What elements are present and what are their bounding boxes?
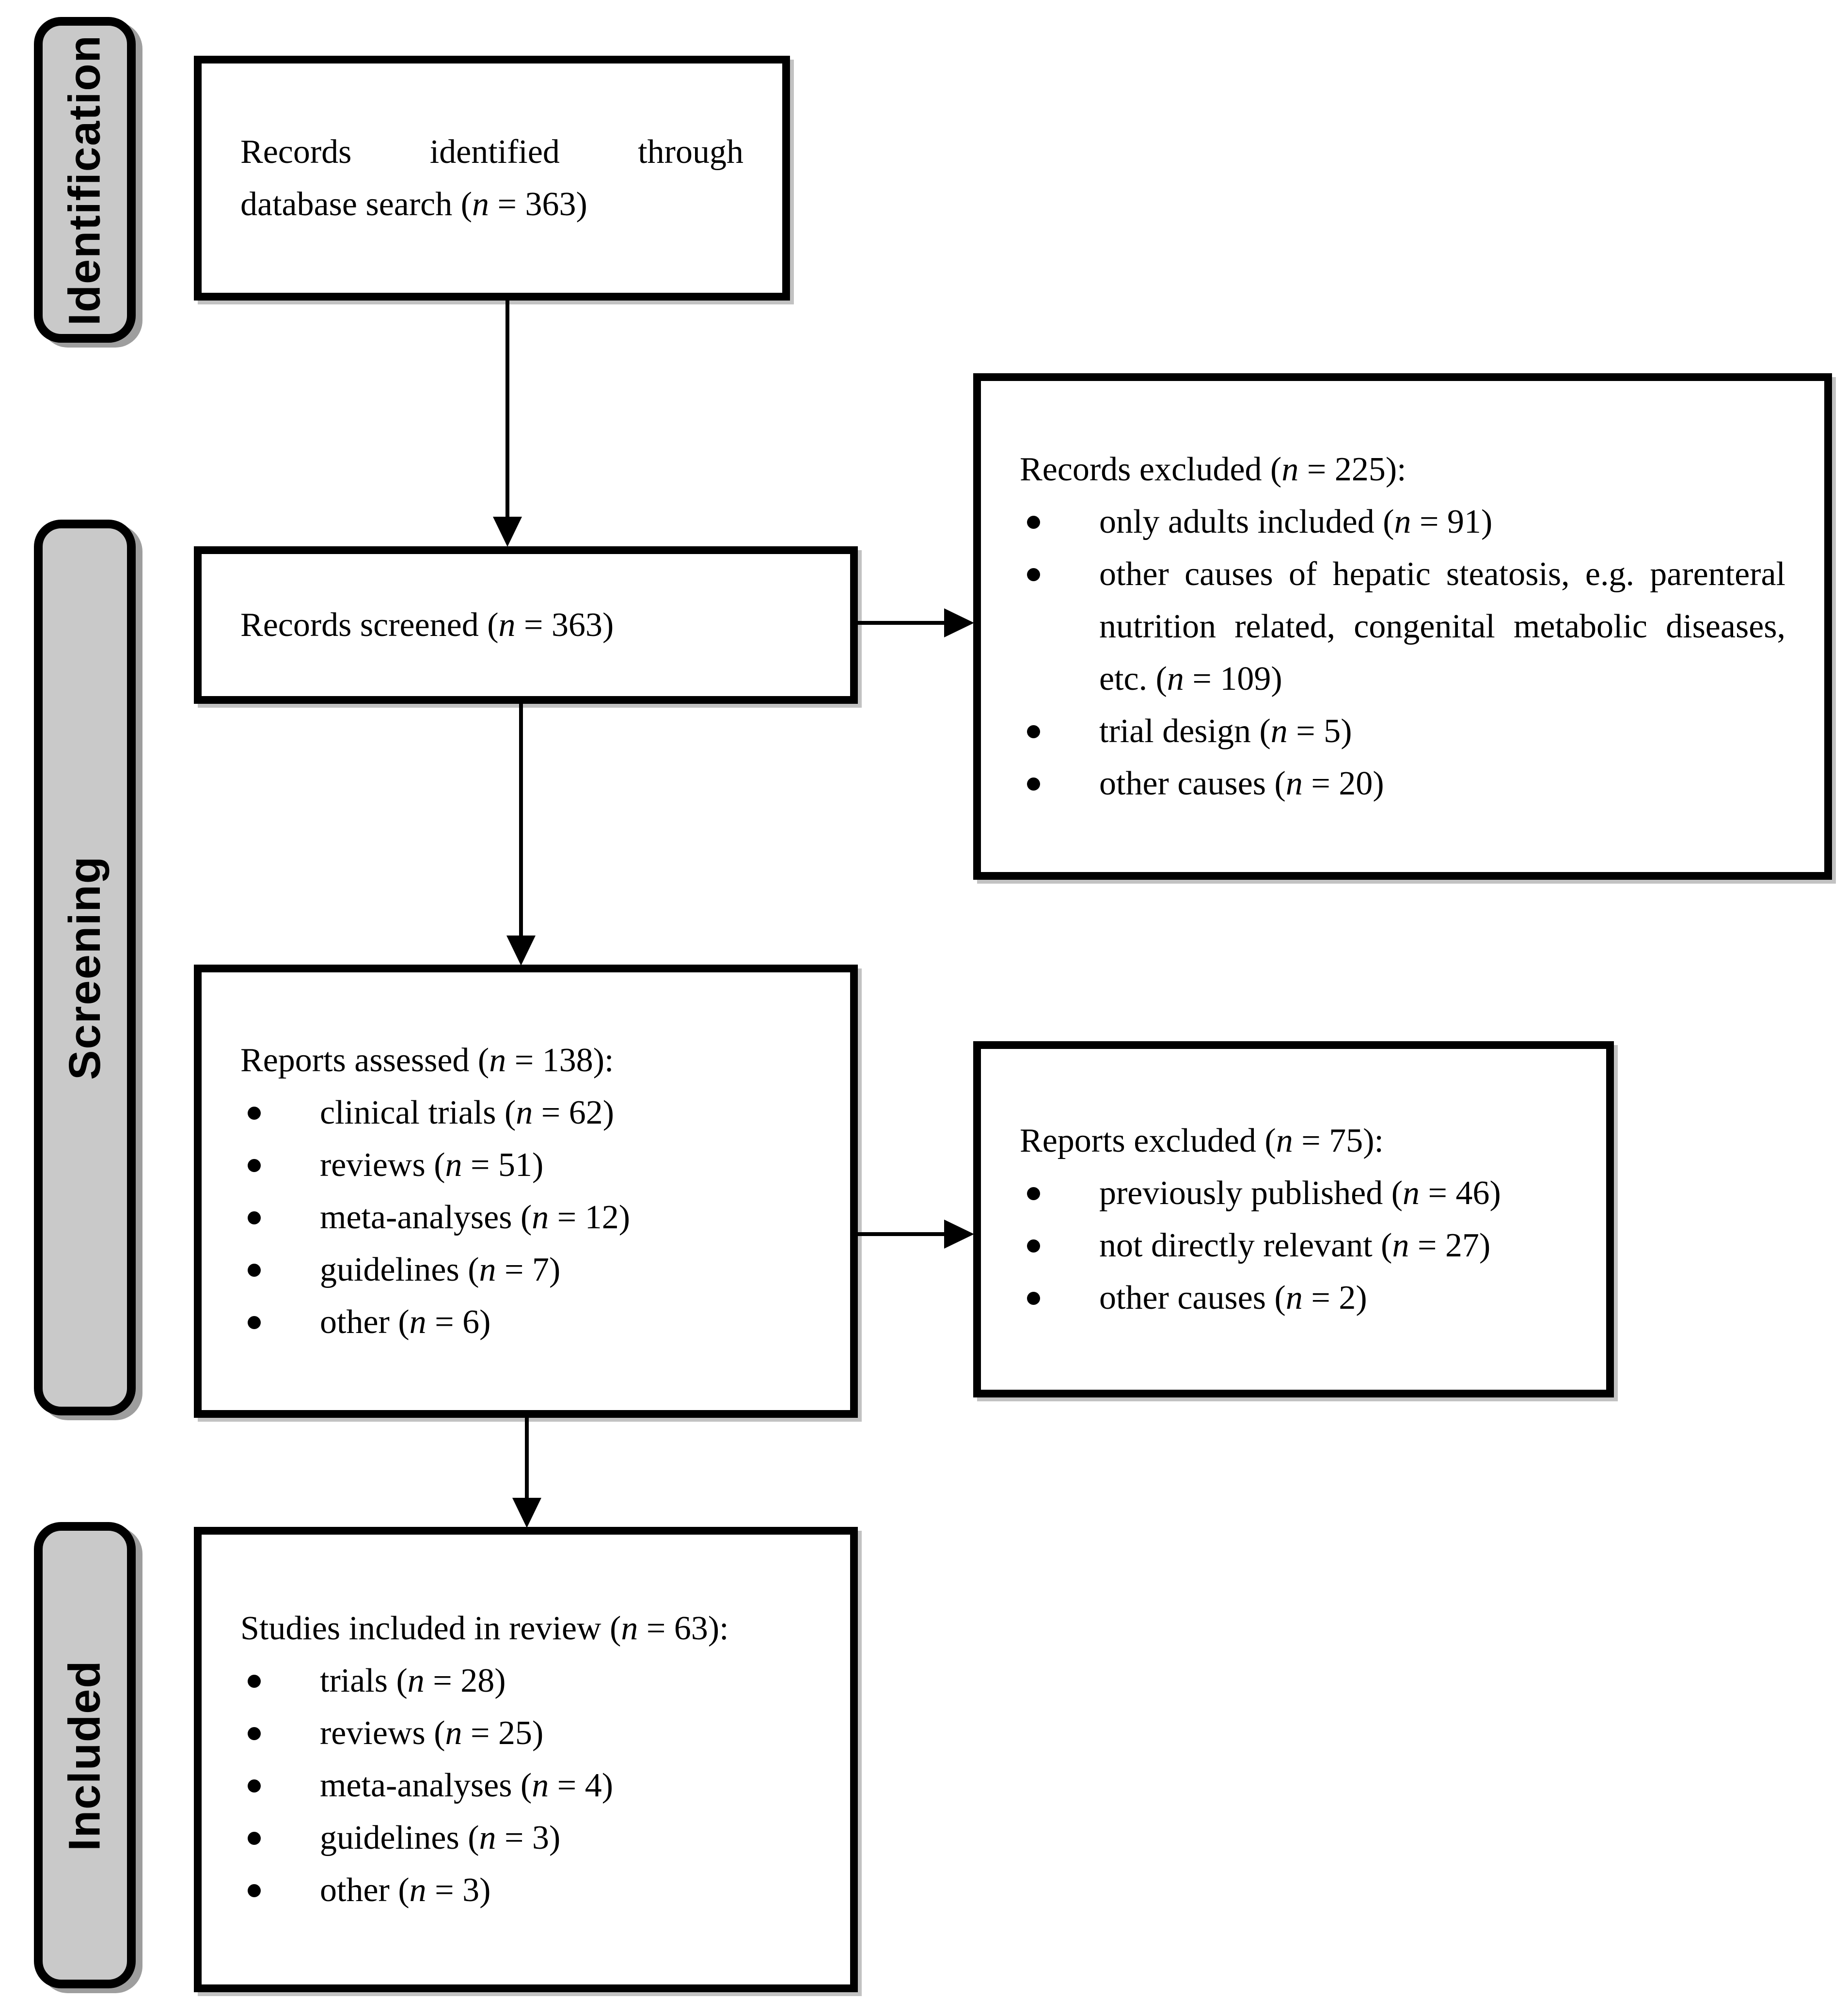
records-identified-line2: database search (n = 363) <box>240 185 587 223</box>
box-reports-excluded: Reports excluded (n = 75): previously pu… <box>973 1041 1614 1397</box>
records-screened-text: Records screened (n = 363) <box>240 606 614 644</box>
list-item: other causes (n = 20) <box>1020 758 1785 810</box>
arrow-assessed-to-reports-excluded-head <box>944 1220 974 1249</box>
bullet-dot <box>248 1106 261 1120</box>
bullet-dot <box>1027 568 1040 581</box>
arrow-identified-to-screened-head <box>493 517 522 547</box>
bullet-dot <box>248 1779 261 1793</box>
records-excluded-bullet: trial design (n = 5) <box>1099 712 1352 750</box>
bullet-dot <box>1027 515 1040 529</box>
list-item: guidelines (n = 7) <box>240 1244 811 1296</box>
list-item: not directly relevant (n = 27) <box>1020 1220 1567 1272</box>
reports-assessed-bullet: clinical trials (n = 62) <box>320 1094 615 1131</box>
reports-excluded-bullet: other causes (n = 2) <box>1099 1279 1367 1317</box>
bullet-dot <box>248 1316 261 1329</box>
records-excluded-bullet: other causes of hepatic steatosis, e.g. … <box>1099 555 1785 698</box>
records-excluded-bullet: other causes (n = 20) <box>1099 764 1384 802</box>
bullet-dot <box>1027 1239 1040 1253</box>
bullet-dot <box>248 1832 261 1845</box>
arrow-screened-to-records-excluded-line <box>857 621 947 625</box>
reports-assessed-bullet: guidelines (n = 7) <box>320 1251 561 1288</box>
bullet-dot <box>248 1158 261 1172</box>
reports-excluded-bullet: previously published (n = 46) <box>1099 1174 1501 1212</box>
stage-tab-identification: Identification <box>34 17 136 343</box>
studies-included-bullet: reviews (n = 25) <box>320 1714 544 1752</box>
list-item: reviews (n = 51) <box>240 1139 811 1191</box>
bullet-dot <box>1027 777 1040 791</box>
records-excluded-heading: Records excluded (n = 225): <box>1020 450 1406 488</box>
reports-excluded-heading: Reports excluded (n = 75): <box>1020 1122 1384 1159</box>
list-item: clinical trials (n = 62) <box>240 1087 811 1139</box>
bullet-dot <box>248 1884 261 1897</box>
list-item: other (n = 3) <box>240 1864 811 1917</box>
stage-label-identification: Identification <box>60 34 110 326</box>
bullet-dot <box>248 1675 261 1688</box>
stage-tab-screening: Screening <box>34 520 136 1415</box>
studies-included-bullet: trials (n = 28) <box>320 1662 506 1699</box>
reports-assessed-heading: Reports assessed (n = 138): <box>240 1041 614 1079</box>
box-reports-assessed: Reports assessed (n = 138): clinical tri… <box>194 965 858 1418</box>
box-records-screened-content: Records screened (n = 363) <box>202 599 850 651</box>
box-records-excluded-content: Records excluded (n = 225): only adults … <box>981 444 1824 810</box>
list-item: other causes of hepatic steatosis, e.g. … <box>1020 548 1785 705</box>
stage-label-included: Included <box>60 1659 110 1851</box>
box-reports-excluded-content: Reports excluded (n = 75): previously pu… <box>981 1115 1606 1324</box>
bullet-dot <box>248 1727 261 1740</box>
arrow-screened-to-records-excluded-head <box>944 608 974 637</box>
arrow-assessed-to-included-head <box>512 1498 541 1528</box>
studies-included-heading: Studies included in review (n = 63): <box>240 1610 729 1647</box>
studies-included-bullet: other (n = 3) <box>320 1872 491 1909</box>
reports-assessed-bullet: meta-analyses (n = 12) <box>320 1198 631 1236</box>
reports-assessed-bullet: reviews (n = 51) <box>320 1146 544 1184</box>
list-item: only adults included (n = 91) <box>1020 496 1785 548</box>
reports-excluded-bullet: not directly relevant (n = 27) <box>1099 1226 1491 1264</box>
arrow-screened-to-assessed-line <box>519 703 523 938</box>
arrow-screened-to-assessed-head <box>506 936 536 966</box>
bullet-dot <box>1027 1187 1040 1200</box>
list-item: guidelines (n = 3) <box>240 1812 811 1864</box>
stage-label-screening: Screening <box>60 855 110 1080</box>
list-item: trial design (n = 5) <box>1020 705 1785 758</box>
bullet-dot <box>1027 1291 1040 1305</box>
list-item: other causes (n = 2) <box>1020 1272 1567 1324</box>
bullet-dot <box>248 1211 261 1224</box>
stage-tab-included: Included <box>34 1522 136 1988</box>
bullet-dot <box>1027 725 1040 738</box>
list-item: reviews (n = 25) <box>240 1707 811 1760</box>
studies-included-bullet: meta-analyses (n = 4) <box>320 1767 614 1804</box>
arrow-identified-to-screened-line <box>505 300 509 520</box>
list-item: previously published (n = 46) <box>1020 1167 1567 1220</box>
box-studies-included-content: Studies included in review (n = 63): tri… <box>202 1602 850 1917</box>
list-item: other (n = 6) <box>240 1296 811 1349</box>
box-records-excluded: Records excluded (n = 225): only adults … <box>973 373 1832 880</box>
box-studies-included: Studies included in review (n = 63): tri… <box>194 1527 858 1992</box>
arrow-assessed-to-reports-excluded-line <box>857 1232 947 1236</box>
bullet-dot <box>248 1263 261 1277</box>
records-excluded-bullet: only adults included (n = 91) <box>1099 503 1493 540</box>
arrow-assessed-to-included-line <box>525 1417 529 1500</box>
list-item: meta-analyses (n = 4) <box>240 1760 811 1812</box>
reports-assessed-bullet: other (n = 6) <box>320 1303 491 1341</box>
box-reports-assessed-content: Reports assessed (n = 138): clinical tri… <box>202 1034 850 1349</box>
list-item: trials (n = 28) <box>240 1655 811 1707</box>
list-item: meta-analyses (n = 12) <box>240 1191 811 1244</box>
studies-included-bullet: guidelines (n = 3) <box>320 1819 561 1856</box>
box-records-screened: Records screened (n = 363) <box>194 546 858 704</box>
